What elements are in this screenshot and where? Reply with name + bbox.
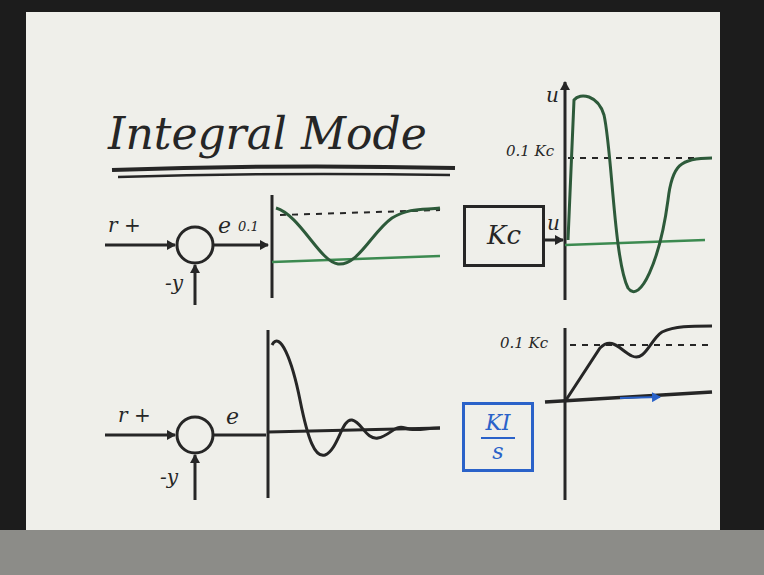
signal-label: r + (108, 214, 141, 236)
gain-block: Kc (463, 205, 545, 267)
signal-label: e (218, 214, 231, 238)
signal-label: -y (160, 466, 178, 488)
signal-label: -y (165, 272, 183, 294)
signal-label: 0.1 Kc (500, 335, 548, 352)
transfer-block: KIs (462, 402, 534, 472)
block-text: KI (481, 410, 514, 438)
title: Integral Mode (108, 110, 427, 158)
block-text: s (492, 439, 503, 464)
signal-label: u (547, 212, 560, 234)
signal-label: e (226, 405, 239, 429)
signal-label: u (546, 84, 559, 106)
signal-label: 0.1 (238, 220, 259, 234)
signal-label: r + (118, 404, 151, 426)
whiteboard (26, 12, 720, 530)
signal-label: 0.1 Kc (506, 143, 554, 160)
block-text: Kc (487, 221, 521, 251)
board-ledge (0, 530, 764, 575)
